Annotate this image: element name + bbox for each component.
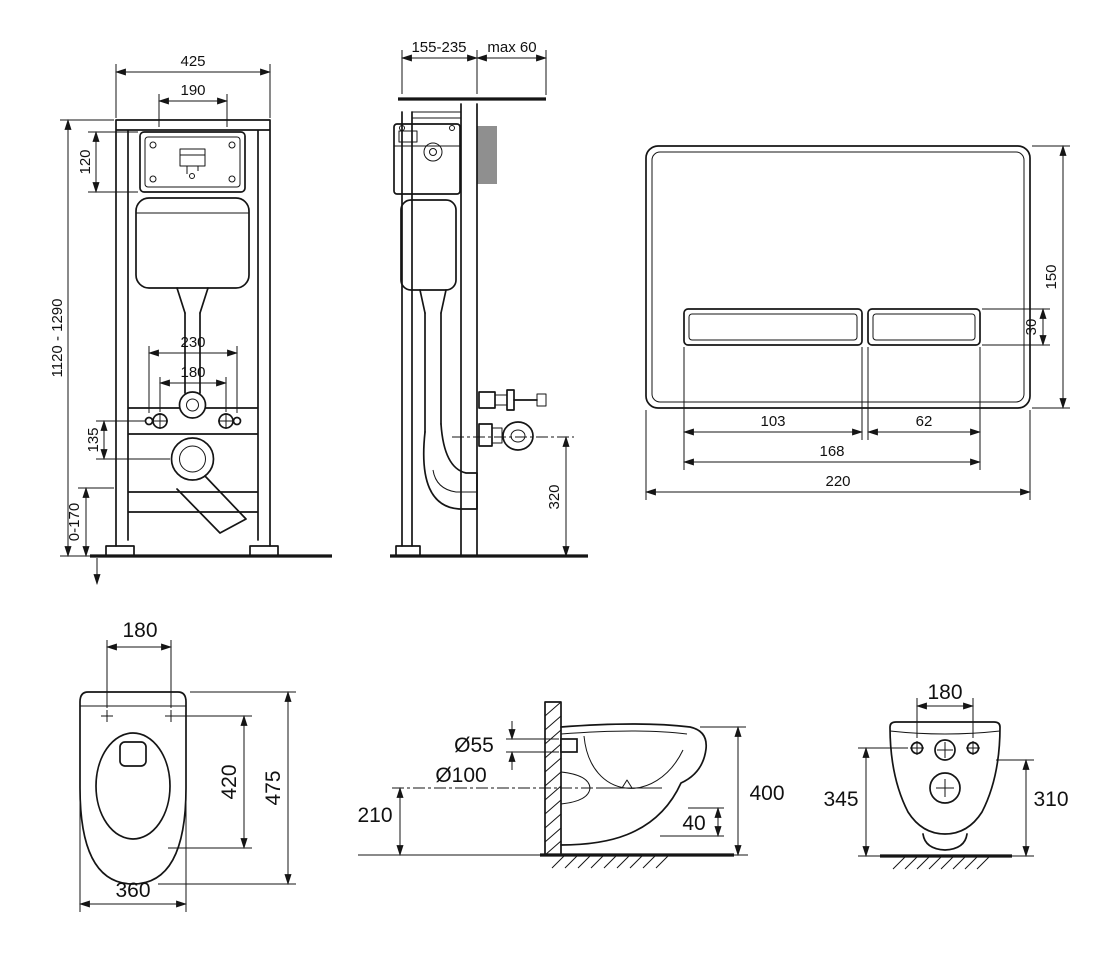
drain-outlet (170, 437, 247, 534)
dim-big-button-width: 103 (760, 413, 785, 430)
dim-front-left-height: 345 (823, 788, 858, 811)
dim-seat-bolt-spacing: 180 (122, 619, 157, 642)
inlet-connection (560, 738, 578, 753)
seat-bolt-marks (101, 710, 177, 722)
frame-front-dimensions: 425 190 120 1120 - 1290 230 180 135 0-17… (49, 53, 272, 586)
seat-opening (95, 732, 171, 840)
dim-front-bolt-spacing: 180 (927, 681, 962, 704)
drain-bend (422, 312, 478, 510)
dim-cistern-width: 190 (180, 82, 205, 99)
flush-plate-dimensions: 150 30 103 62 168 220 (644, 144, 1070, 500)
water-connections (478, 389, 547, 451)
dim-max-offset: max 60 (487, 39, 536, 56)
dim-plate-width: 220 (825, 473, 850, 490)
small-flush-button (867, 308, 981, 346)
dim-inlet-diameter: Ø55 (454, 734, 494, 757)
dim-outlet-diameter: Ø100 (435, 764, 486, 787)
dim-button-height: 30 (1023, 319, 1040, 336)
frame-side-structure (395, 111, 461, 557)
dim-foot-range: 0-170 (66, 503, 83, 541)
ground-front (858, 854, 1034, 870)
inspection-box-side (393, 123, 461, 195)
bowl-front-view: 180 345 310 (823, 681, 1069, 870)
frame-side-view: 155-235 max 60 320 (390, 39, 588, 558)
flush-opening (119, 741, 147, 767)
bowl-top-view: 180 420 475 360 (78, 619, 296, 912)
dim-fixing-outer: 230 (180, 334, 205, 351)
dim-depth-range: 155-235 (411, 39, 466, 56)
flush-plate-view: 150 30 103 62 168 220 (644, 144, 1070, 500)
wall-hatch (544, 701, 562, 856)
dim-bowl-width: 360 (115, 879, 150, 902)
bowl-side-view: Ø55 Ø100 210 400 40 (357, 701, 785, 869)
dim-bowl-inner-length: 420 (218, 764, 241, 799)
frame-front-view: 425 190 120 1120 - 1290 230 180 135 0-17… (49, 53, 332, 586)
dim-plate-height: 150 (1043, 264, 1060, 289)
cistern-side (400, 199, 457, 314)
dim-box-height: 120 (77, 149, 94, 174)
dim-bowl-length: 475 (262, 770, 285, 805)
bowl-profile (560, 723, 708, 846)
dim-buttons-total: 168 (819, 443, 844, 460)
bowl-outline-top (79, 691, 187, 885)
dim-rim-offset: 40 (682, 812, 705, 835)
frame-side-dimensions: 155-235 max 60 320 (400, 39, 570, 558)
bowl-top-dimensions: 180 420 475 360 (78, 619, 296, 912)
dim-drain-offset: 135 (85, 427, 102, 452)
dim-front-right-height: 310 (1033, 788, 1068, 811)
cistern (135, 197, 250, 314)
bowl-front-dimensions: 180 345 310 (823, 681, 1069, 858)
bowl-side-dimensions: Ø55 Ø100 210 400 40 (357, 721, 785, 857)
fixing-bolts (144, 413, 242, 429)
ground-side (358, 853, 748, 869)
dim-outlet-height: 210 (357, 804, 392, 827)
mounting-holes (910, 739, 980, 804)
big-flush-button (683, 308, 863, 346)
dim-fixing-inner: 180 (180, 364, 205, 381)
bowl-foot (922, 833, 968, 851)
dim-small-button-width: 62 (916, 413, 933, 430)
plate-bevel (651, 151, 1025, 403)
dim-bowl-height: 400 (749, 782, 784, 805)
wall-section (460, 103, 497, 557)
dim-height-range: 1120 - 1290 (49, 299, 66, 378)
bowl-outline-front (889, 721, 1001, 835)
dim-frame-width: 425 (180, 53, 205, 70)
inspection-box (139, 131, 246, 193)
dim-connection-height: 320 (546, 484, 563, 509)
plate-outline (645, 145, 1031, 409)
